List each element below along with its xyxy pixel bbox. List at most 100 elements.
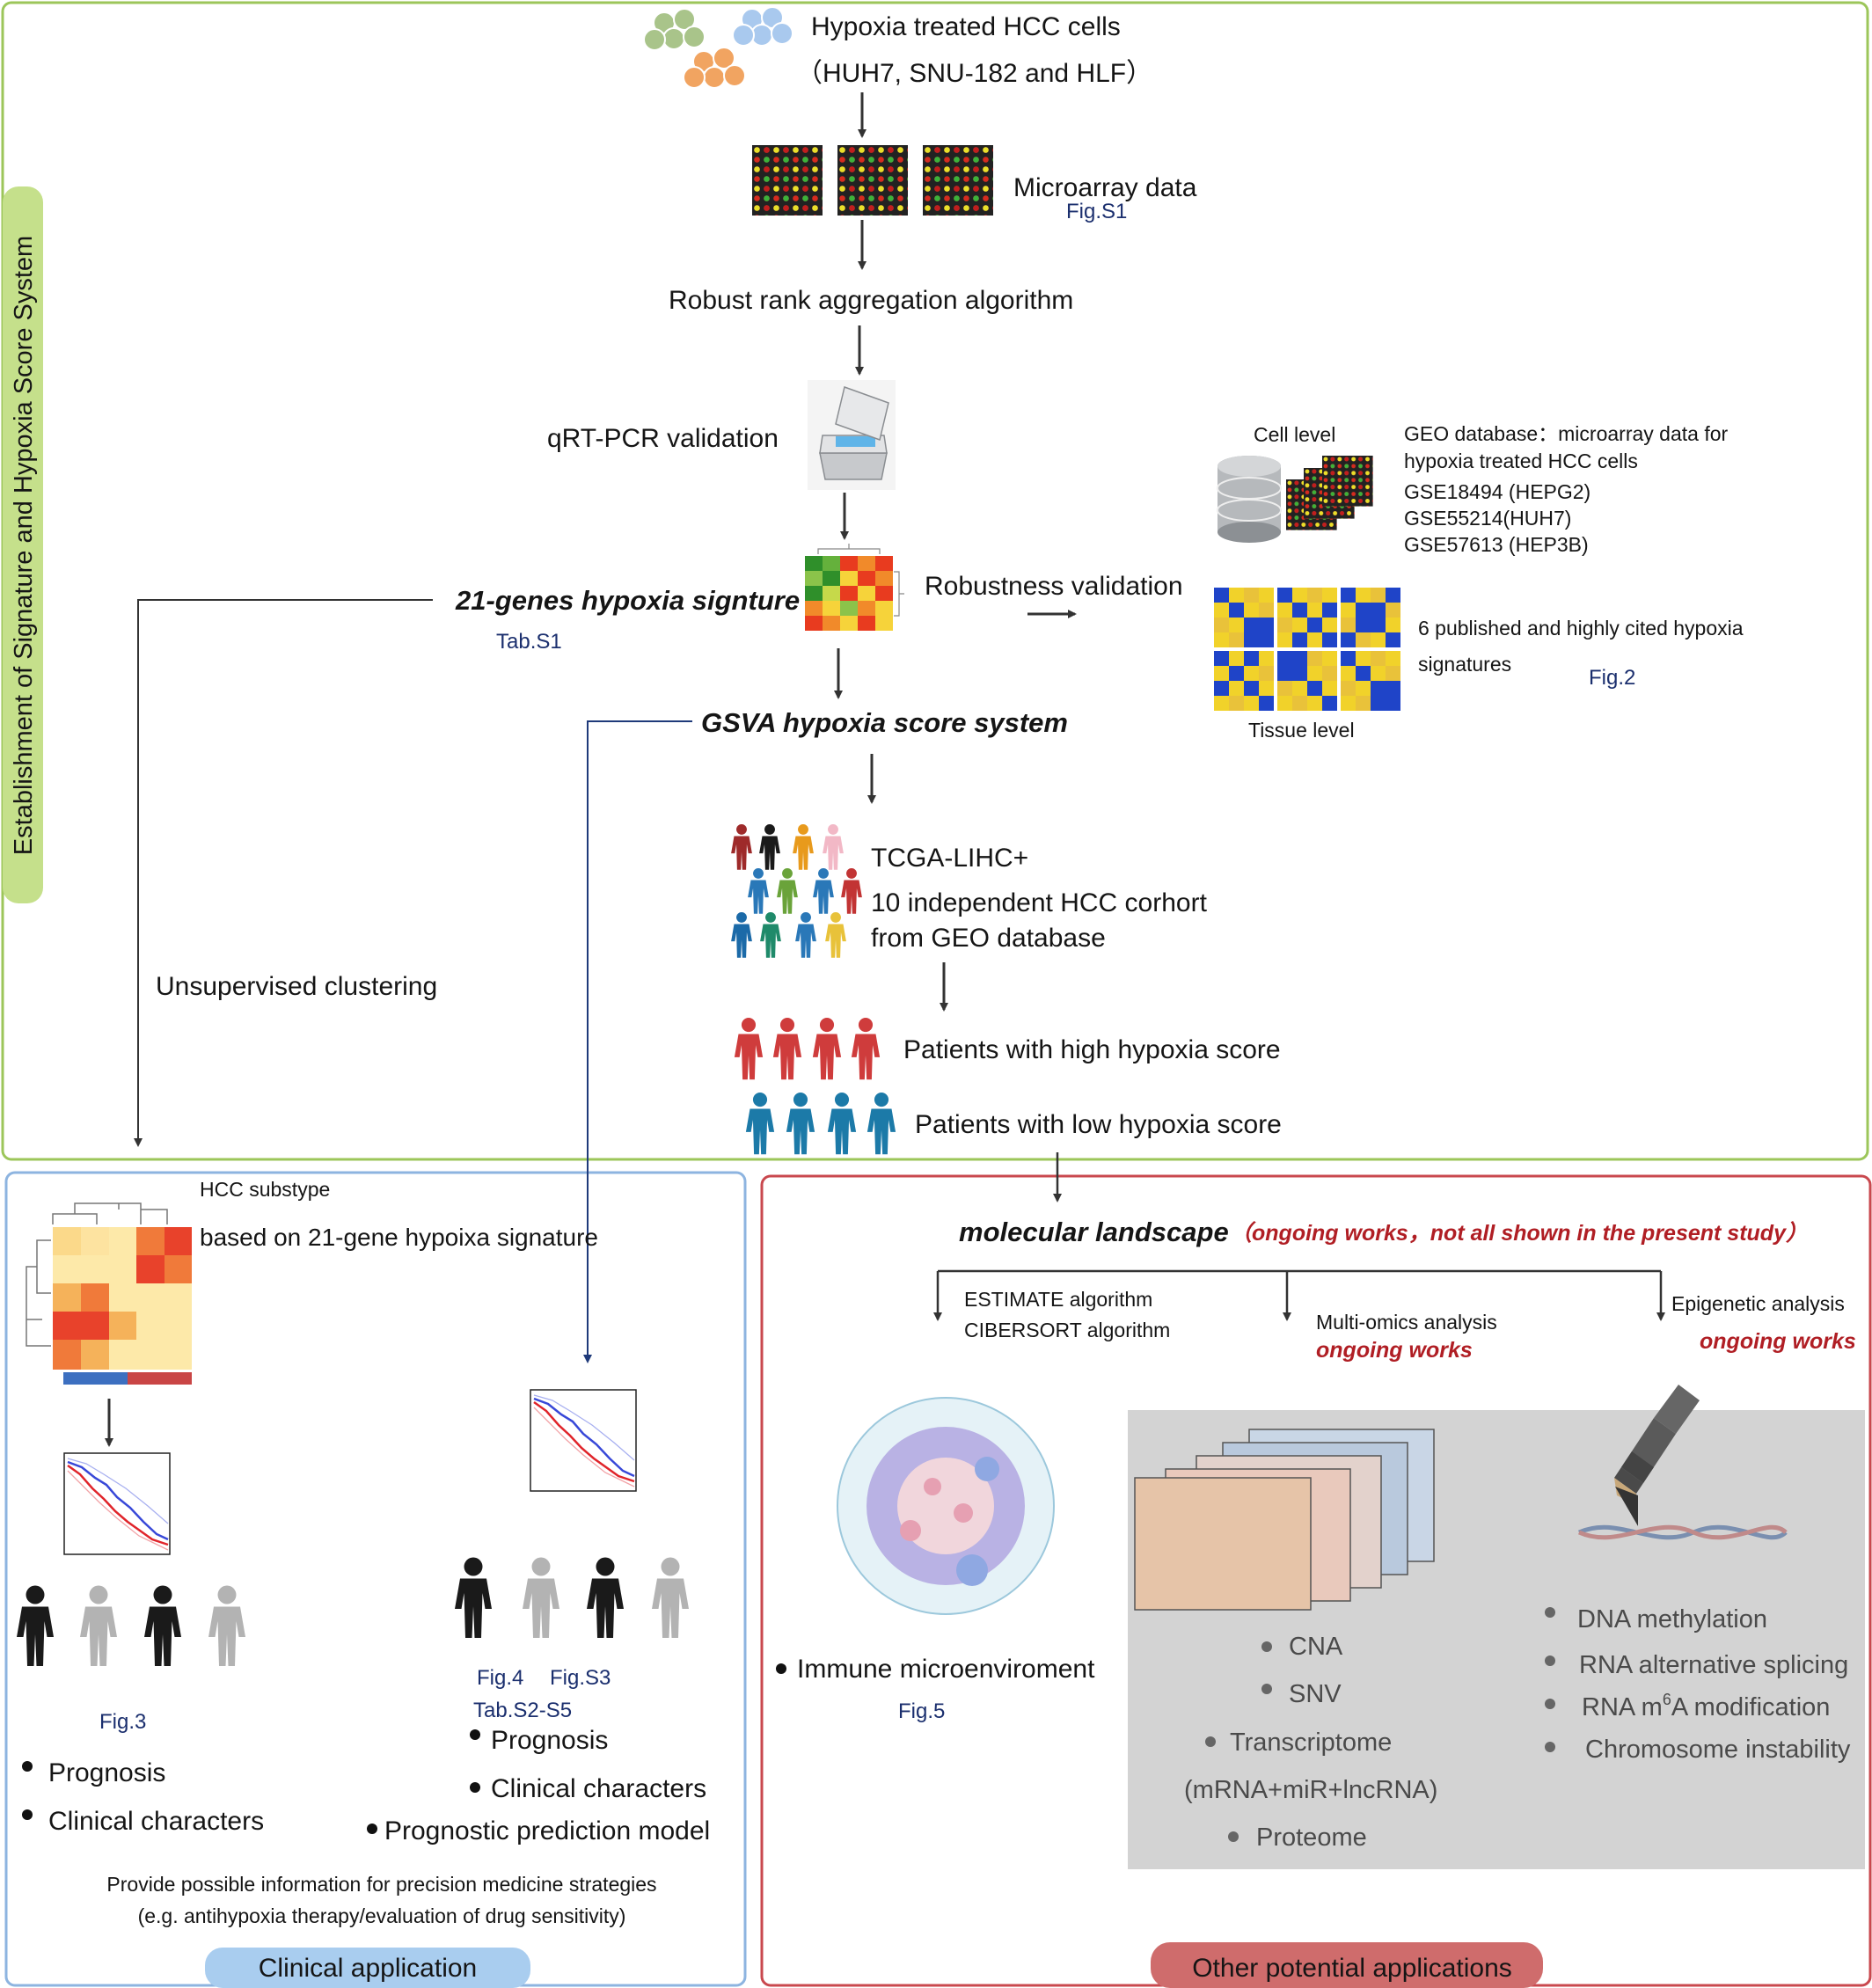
provide-line1: Provide possible information for precisi… xyxy=(106,1873,656,1896)
pen-icon xyxy=(1614,1385,1700,1526)
epigenetic-label: Epigenetic analysis xyxy=(1671,1292,1845,1315)
omics-item-4: (mRNA+miR+lncRNA) xyxy=(1184,1776,1437,1804)
high-score-label: Patients with high hypoxia score xyxy=(903,1035,1281,1064)
landscape-title: molecular landscape xyxy=(959,1217,1229,1247)
clinical-patients-right xyxy=(455,1557,689,1638)
published-line2: signatures xyxy=(1418,653,1511,676)
side-badge xyxy=(3,186,43,903)
bullet xyxy=(1545,1699,1555,1709)
landscape-note: （ongoing works，not all shown in the pres… xyxy=(1230,1221,1808,1246)
epigenetic-note: ongoing works xyxy=(1700,1329,1856,1354)
bullet xyxy=(470,1729,480,1740)
other-badge-label: Other potential applications xyxy=(1192,1954,1512,1983)
cibersort-label: CIBERSORT algorithm xyxy=(964,1319,1170,1341)
bullet xyxy=(1228,1831,1239,1842)
bullet xyxy=(367,1824,377,1834)
microarray-label: Microarray data xyxy=(1013,173,1197,202)
cells-title: Hypoxia treated HCC cells xyxy=(811,12,1121,41)
right-bullet-1: Prognosis xyxy=(491,1726,608,1755)
fig5-ref: Fig.5 xyxy=(898,1699,945,1723)
tab-ref: Tab.S2-S5 xyxy=(473,1699,572,1722)
side-label: Establishment of Signature and Hypoxia S… xyxy=(10,236,38,855)
qrtpcr-label: qRT-PCR validation xyxy=(547,424,779,453)
tumor-microenvironment-icon xyxy=(837,1397,1055,1615)
fig3-ref: Fig.3 xyxy=(99,1710,146,1734)
low-score-label: Patients with low hypoxia score xyxy=(915,1110,1282,1139)
unsupervised-label: Unsupervised clustering xyxy=(156,972,437,1001)
provide-line2: (e.g. antihypoxia therapy/evaluation of … xyxy=(138,1904,626,1927)
geo-item-1: GSE18494 (HEPG2) xyxy=(1404,480,1590,503)
substype-line2: based on 21-gene hypoixa signature xyxy=(200,1224,598,1251)
epi-item-4: Chromosome instability xyxy=(1585,1736,1851,1764)
left-bullet-2: Clinical characters xyxy=(48,1807,264,1836)
robustness-label: Robustness validation xyxy=(925,572,1183,601)
geo-item-2: GSE55214(HUH7) xyxy=(1404,507,1571,530)
bullet xyxy=(1545,1655,1555,1666)
left-bullet-1: Prognosis xyxy=(48,1758,165,1787)
survival-plot-icon xyxy=(62,1451,172,1556)
epi-item-3: RNA m6A modification xyxy=(1582,1691,1830,1721)
bullet xyxy=(776,1663,786,1674)
substype-line1: HCC substype xyxy=(200,1178,330,1201)
bullet xyxy=(1545,1607,1555,1618)
other-badge xyxy=(1151,1942,1543,1988)
cells-subtitle: （HUH7, SNU-182 and HLF） xyxy=(796,59,1152,88)
dna-icon xyxy=(1577,1524,1788,1540)
cells-icon xyxy=(643,6,793,89)
signature-label: 21-genes hypoxia signture xyxy=(455,585,800,616)
multiomics-note: ongoing works xyxy=(1316,1338,1473,1363)
bullet xyxy=(1545,1742,1555,1752)
clinical-badge-label: Clinical application xyxy=(259,1954,477,1983)
epi-item-1: DNA methylation xyxy=(1577,1605,1767,1634)
estimate-label: ESTIMATE algorithm xyxy=(964,1288,1152,1311)
geo-line2: hypoxia treated HCC cells xyxy=(1404,449,1638,472)
cohort-line1: TCGA-LIHC+ xyxy=(871,844,1028,873)
signature-heatmaps xyxy=(1214,588,1400,711)
microarray-ref: Fig.S1 xyxy=(1066,200,1127,223)
patients-icon xyxy=(731,823,862,958)
bullet xyxy=(22,1761,33,1772)
right-bullet-2: Clinical characters xyxy=(491,1774,706,1803)
bullet xyxy=(1261,1641,1272,1652)
bullet xyxy=(1205,1736,1216,1747)
connector-gsva xyxy=(583,720,692,1363)
figs3-ref: Fig.S3 xyxy=(550,1666,611,1690)
geo-microarray-icon xyxy=(1286,456,1373,530)
low-score-patients xyxy=(745,1093,896,1155)
fig4-ref: Fig.4 xyxy=(477,1666,523,1690)
epi-item-2: RNA alternative splicing xyxy=(1579,1651,1848,1679)
omics-item-1: CNA xyxy=(1289,1633,1343,1661)
omics-item-3: Transcriptome xyxy=(1230,1729,1392,1757)
cluster-heatmap-icon xyxy=(26,1202,192,1385)
clinical-badge xyxy=(205,1948,530,1988)
cohort-line3: from GEO database xyxy=(871,924,1106,953)
database-icon xyxy=(1217,456,1282,543)
pcr-machine-icon xyxy=(808,380,896,490)
omics-item-2: SNV xyxy=(1289,1680,1342,1708)
heatmap-icon xyxy=(805,544,904,631)
bullet xyxy=(22,1809,33,1820)
tissue-level: Tissue level xyxy=(1248,719,1355,742)
right-bullet-3: Prognostic prediction model xyxy=(384,1816,710,1845)
rra-label: Robust rank aggregation algorithm xyxy=(669,286,1073,315)
geo-line1: GEO database：microarray data for xyxy=(1404,422,1728,445)
fig2-ref: Fig.2 xyxy=(1589,666,1635,690)
signature-ref: Tab.S1 xyxy=(496,630,562,654)
gsva-label: GSVA hypoxia score system xyxy=(701,707,1068,738)
cohort-line2: 10 independent HCC corhort xyxy=(871,888,1208,917)
published-line1: 6 published and highly cited hypoxia xyxy=(1418,617,1744,640)
multiomics-label: Multi-omics analysis xyxy=(1316,1311,1497,1334)
high-score-patients xyxy=(734,1018,881,1080)
survival-plot-icon-right xyxy=(529,1388,638,1493)
microarray-icon xyxy=(752,145,993,216)
geo-item-3: GSE57613 (HEP3B) xyxy=(1404,533,1589,556)
bullet xyxy=(1261,1684,1272,1694)
bullet xyxy=(470,1782,480,1793)
immune-label: Immune microenviroment xyxy=(797,1655,1095,1684)
clinical-patients-left xyxy=(17,1585,245,1666)
connector-clustering xyxy=(134,599,433,1147)
cell-level: Cell level xyxy=(1254,423,1335,446)
omics-layers-icon xyxy=(1134,1429,1435,1611)
omics-item-5: Proteome xyxy=(1256,1824,1367,1852)
